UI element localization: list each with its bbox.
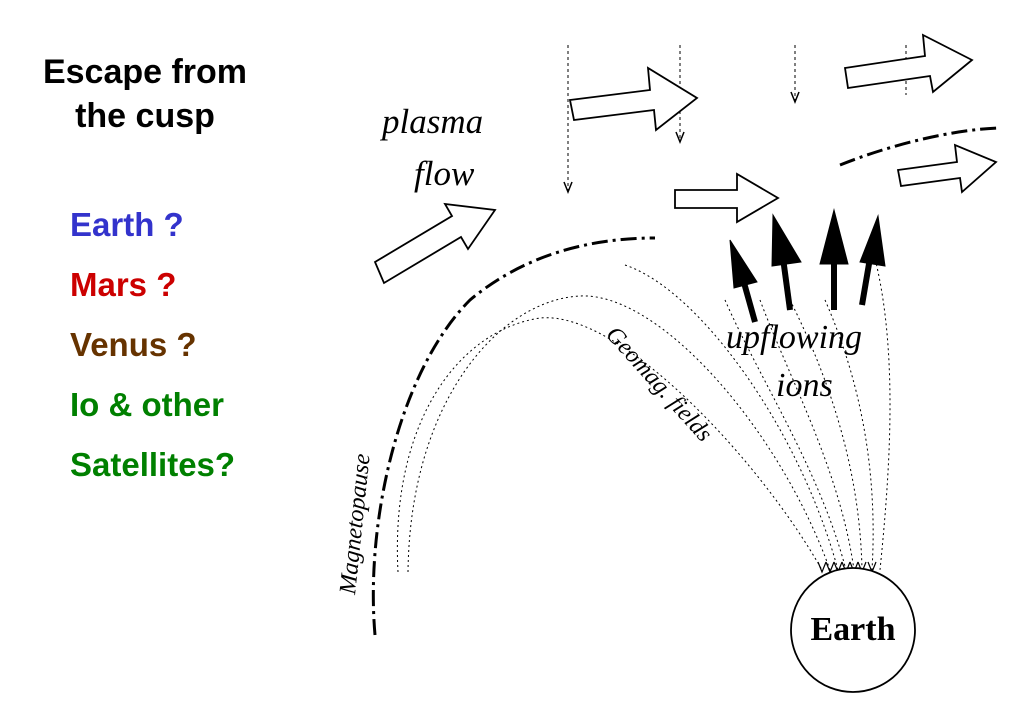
flow-arrow-2 <box>568 66 699 132</box>
label-plasma: plasma <box>379 102 483 141</box>
flow-arrow-4 <box>843 33 974 94</box>
label-flow: flow <box>414 154 475 193</box>
bullet-mars: Mars ? <box>70 266 177 303</box>
earth-circle <box>790 567 916 693</box>
vertical-line-arrowheads <box>563 91 800 195</box>
bullet-earth: Earth ? <box>70 206 184 243</box>
flow-arrow-5 <box>896 143 998 194</box>
slide-title: Escape from the cusp <box>10 50 280 138</box>
label-upflowing: upflowing <box>726 319 862 356</box>
label-geomag-fields: Geomag. fields <box>601 322 718 447</box>
bullet-io: Io & other <box>70 386 224 423</box>
bullet-satellites: Satellites? <box>70 446 236 483</box>
magnetopause-curve <box>371 236 656 636</box>
magnetopause-curve-right <box>839 126 999 167</box>
geomag-field-lines <box>396 239 891 573</box>
bullet-venus: Venus ? <box>70 326 197 363</box>
label-magnetopause: Magnetopause <box>335 452 376 597</box>
title-line-1: Escape from <box>42 53 248 91</box>
title-line-2: the cusp <box>75 97 215 135</box>
bullet-list: Earth ? Mars ? Venus ? Io & other Satell… <box>70 195 235 495</box>
flow-arrow-1 <box>373 202 497 285</box>
plasma-flow-arrows <box>373 33 998 285</box>
label-earth: Earth <box>811 611 896 648</box>
upflowing-ion-arrows <box>729 208 886 323</box>
label-ions: ions <box>776 367 833 404</box>
flow-arrow-3 <box>674 172 780 224</box>
